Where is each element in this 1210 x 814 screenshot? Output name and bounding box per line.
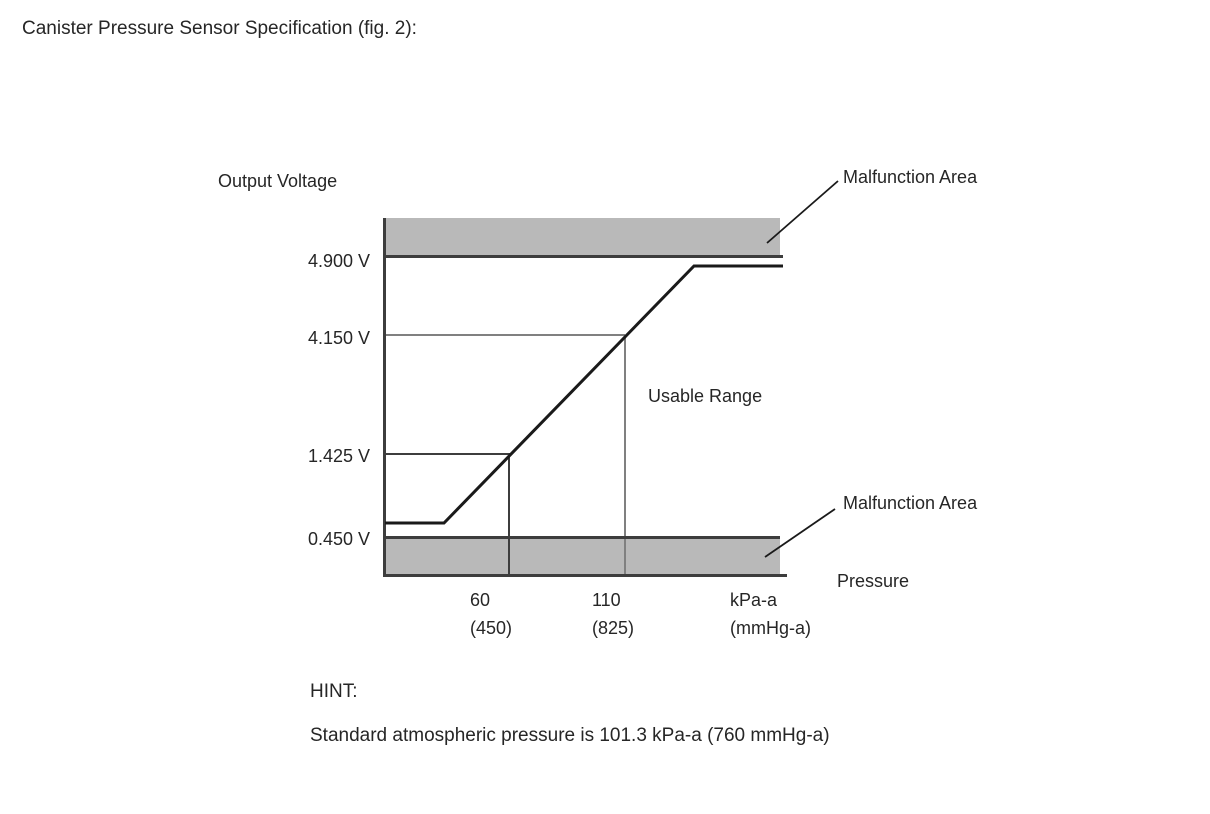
x-axis-title: Pressure <box>837 571 910 591</box>
malfunction-area-label-top: Malfunction Area <box>843 167 978 187</box>
y-tick-4900: 4.900 V <box>307 251 370 271</box>
malfunction-band-top <box>385 218 780 256</box>
malfunction-area-label-bottom: Malfunction Area <box>843 493 978 513</box>
y-tick-0450: 0.450 V <box>307 529 370 549</box>
x-tick-110-mmhg: (825) <box>592 618 635 638</box>
x-axis-line <box>383 574 787 577</box>
x-tick-110-kpa: 110 <box>592 590 621 610</box>
y-tick-1425: 1.425 V <box>307 446 370 466</box>
y-tick-4150: 4.150 V <box>307 328 370 348</box>
ref-line-4150 <box>385 334 625 336</box>
usable-range-label: Usable Range <box>648 386 763 406</box>
x-tick-60-mmhg: (450) <box>470 618 513 638</box>
y-axis-line <box>383 218 386 577</box>
x-tick-60-kpa: 60 <box>470 590 491 610</box>
spec-line-0450 <box>383 536 780 539</box>
hint-heading: HINT: <box>310 681 358 702</box>
x-axis-units: kPa-a (mmHg-a) <box>730 586 811 642</box>
ref-line-1425 <box>385 453 510 455</box>
hint-body: Standard atmospheric pressure is 101.3 k… <box>310 725 830 746</box>
x-axis-unit-kpa: kPa-a <box>730 590 778 610</box>
x-tick-110: 110 (825) <box>592 586 634 642</box>
x-tick-60: 60 (450) <box>470 586 512 642</box>
malfunction-band-bottom <box>385 538 780 575</box>
ref-line-60kpa <box>508 454 510 575</box>
spec-line-4900 <box>383 255 783 258</box>
x-axis-unit-mmhg: (mmHg-a) <box>730 618 811 638</box>
page-title: Canister Pressure Sensor Specification (… <box>22 18 417 39</box>
ref-line-110kpa <box>624 336 626 575</box>
y-axis-title: Output Voltage <box>218 171 338 191</box>
